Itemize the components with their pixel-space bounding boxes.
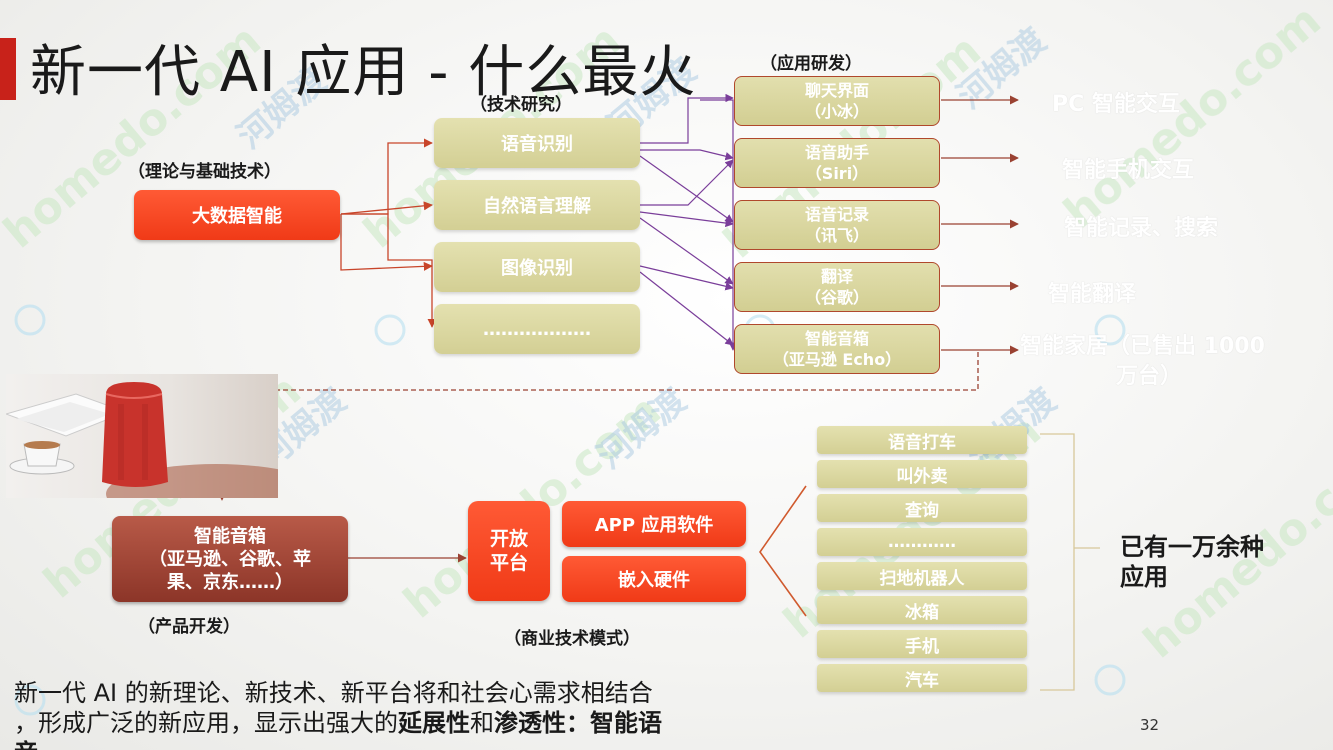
connector-arrow <box>639 271 734 346</box>
application-name: 语音记录 <box>804 205 869 224</box>
footer-segment: 和 <box>470 709 494 737</box>
list-item: 语音打车 <box>817 426 1027 454</box>
title-accent-bar <box>0 38 16 100</box>
smart-speaker-image <box>6 374 278 498</box>
application-node: 智能音箱 （亚马逊 Echo） <box>734 324 940 374</box>
result-label: 智能手机交互 <box>1062 158 1195 183</box>
list-item: 冰箱 <box>817 596 1027 624</box>
connector-arrow <box>340 214 433 271</box>
caption-research: （技术研究） <box>470 95 572 115</box>
connector-arrow <box>639 217 734 285</box>
caption-product: （产品开发） <box>138 617 240 637</box>
list-item: ………… <box>817 528 1027 556</box>
caption-theory: （理论与基础技术） <box>128 162 281 182</box>
footer-line: 新一代 AI 的新理论、新技术、新平台将和社会心需求相结合 <box>14 679 653 707</box>
footer-segment: ，形成广泛的新应用，显示出强大的 <box>14 709 398 737</box>
application-example: （讯飞） <box>804 226 869 245</box>
research-node: ……………… <box>434 304 640 354</box>
caption-business: （商业技术模式） <box>504 629 640 649</box>
platform-label: 开放 <box>489 528 528 550</box>
research-node: 语音识别 <box>434 118 640 168</box>
connector-arrow <box>639 265 734 291</box>
page-title: 新一代 AI 应用 - 什么最火 <box>30 40 697 105</box>
result-label: PC 智能交互 <box>1052 92 1180 117</box>
application-name: 智能音箱 <box>804 329 869 348</box>
connector-arrow <box>340 201 433 215</box>
summary-line: 已有一万余种 <box>1120 533 1264 561</box>
application-example: （小冰） <box>804 102 869 121</box>
open-platform-node: 开放 平台 <box>468 501 550 601</box>
root-node: 大数据智能 <box>134 190 340 240</box>
caption-application: （应用研发） <box>760 54 862 74</box>
list-item: 汽车 <box>817 664 1027 692</box>
smart-speaker-illustration <box>6 382 278 498</box>
product-node: 智能音箱 （亚马逊、谷歌、苹 果、京东……） <box>112 516 348 602</box>
application-node: 聊天界面 （小冰） <box>734 76 940 126</box>
page-number: 32 <box>1140 716 1160 734</box>
footer-line: ，形成广泛的新应用，显示出强大的延展性和渗透性：智能语 <box>14 708 784 738</box>
bracket-line <box>759 485 807 617</box>
application-node: 语音记录 （讯飞） <box>734 200 940 250</box>
research-node: 图像识别 <box>434 242 640 292</box>
application-name: 语音助手 <box>804 143 869 162</box>
connector-arrow <box>700 99 738 351</box>
result-label: 智能家居（已售出 1000 <box>1020 334 1265 359</box>
summary-text: 已有一万余种 应用 <box>1120 532 1310 592</box>
footer-bold: 延展性 <box>398 709 470 737</box>
list-item: 叫外卖 <box>817 460 1027 488</box>
research-node: 自然语言理解 <box>434 180 640 230</box>
product-brands: （亚马逊、谷歌、苹 <box>149 548 311 570</box>
application-node: 翻译 （谷歌） <box>734 262 940 312</box>
product-name: 智能音箱 <box>194 525 266 547</box>
footer-text: 新一代 AI 的新理论、新技术、新平台将和社会心需求相结合 ，形成广泛的新应用，… <box>14 678 784 750</box>
connector-arrow <box>640 159 734 206</box>
list-item: 手机 <box>817 630 1027 658</box>
list-item: 查询 <box>817 494 1027 522</box>
app-software-node: APP 应用软件 <box>562 501 746 547</box>
result-label: 万台） <box>1116 364 1183 389</box>
application-example: （Siri） <box>805 164 869 183</box>
application-example: （谷歌） <box>804 288 869 307</box>
application-name: 翻译 <box>820 267 853 286</box>
platform-label: 平台 <box>489 552 528 574</box>
connector-arrow <box>640 93 734 144</box>
result-label: 智能记录、搜索 <box>1064 216 1219 241</box>
connector-arrow <box>639 211 734 228</box>
application-node: 语音助手 （Siri） <box>734 138 940 188</box>
application-name: 聊天界面 <box>804 81 869 100</box>
connector-arrow <box>341 213 437 328</box>
right-bracket <box>1040 433 1075 691</box>
application-example: （亚马逊 Echo） <box>772 350 902 369</box>
summary-line: 应用 <box>1120 563 1168 591</box>
footer-bold: 渗透性：智能语 <box>494 709 662 737</box>
list-item: 扫地机器人 <box>817 562 1027 590</box>
connector-arrow <box>341 138 433 215</box>
connector-arrow <box>639 155 734 223</box>
connector-arrow <box>640 149 734 161</box>
embedded-hardware-node: 嵌入硬件 <box>562 556 746 602</box>
result-label: 智能翻译 <box>1048 282 1137 307</box>
product-brands-cont: 果、京东……） <box>167 571 293 593</box>
footer-line: 音 <box>14 738 784 750</box>
